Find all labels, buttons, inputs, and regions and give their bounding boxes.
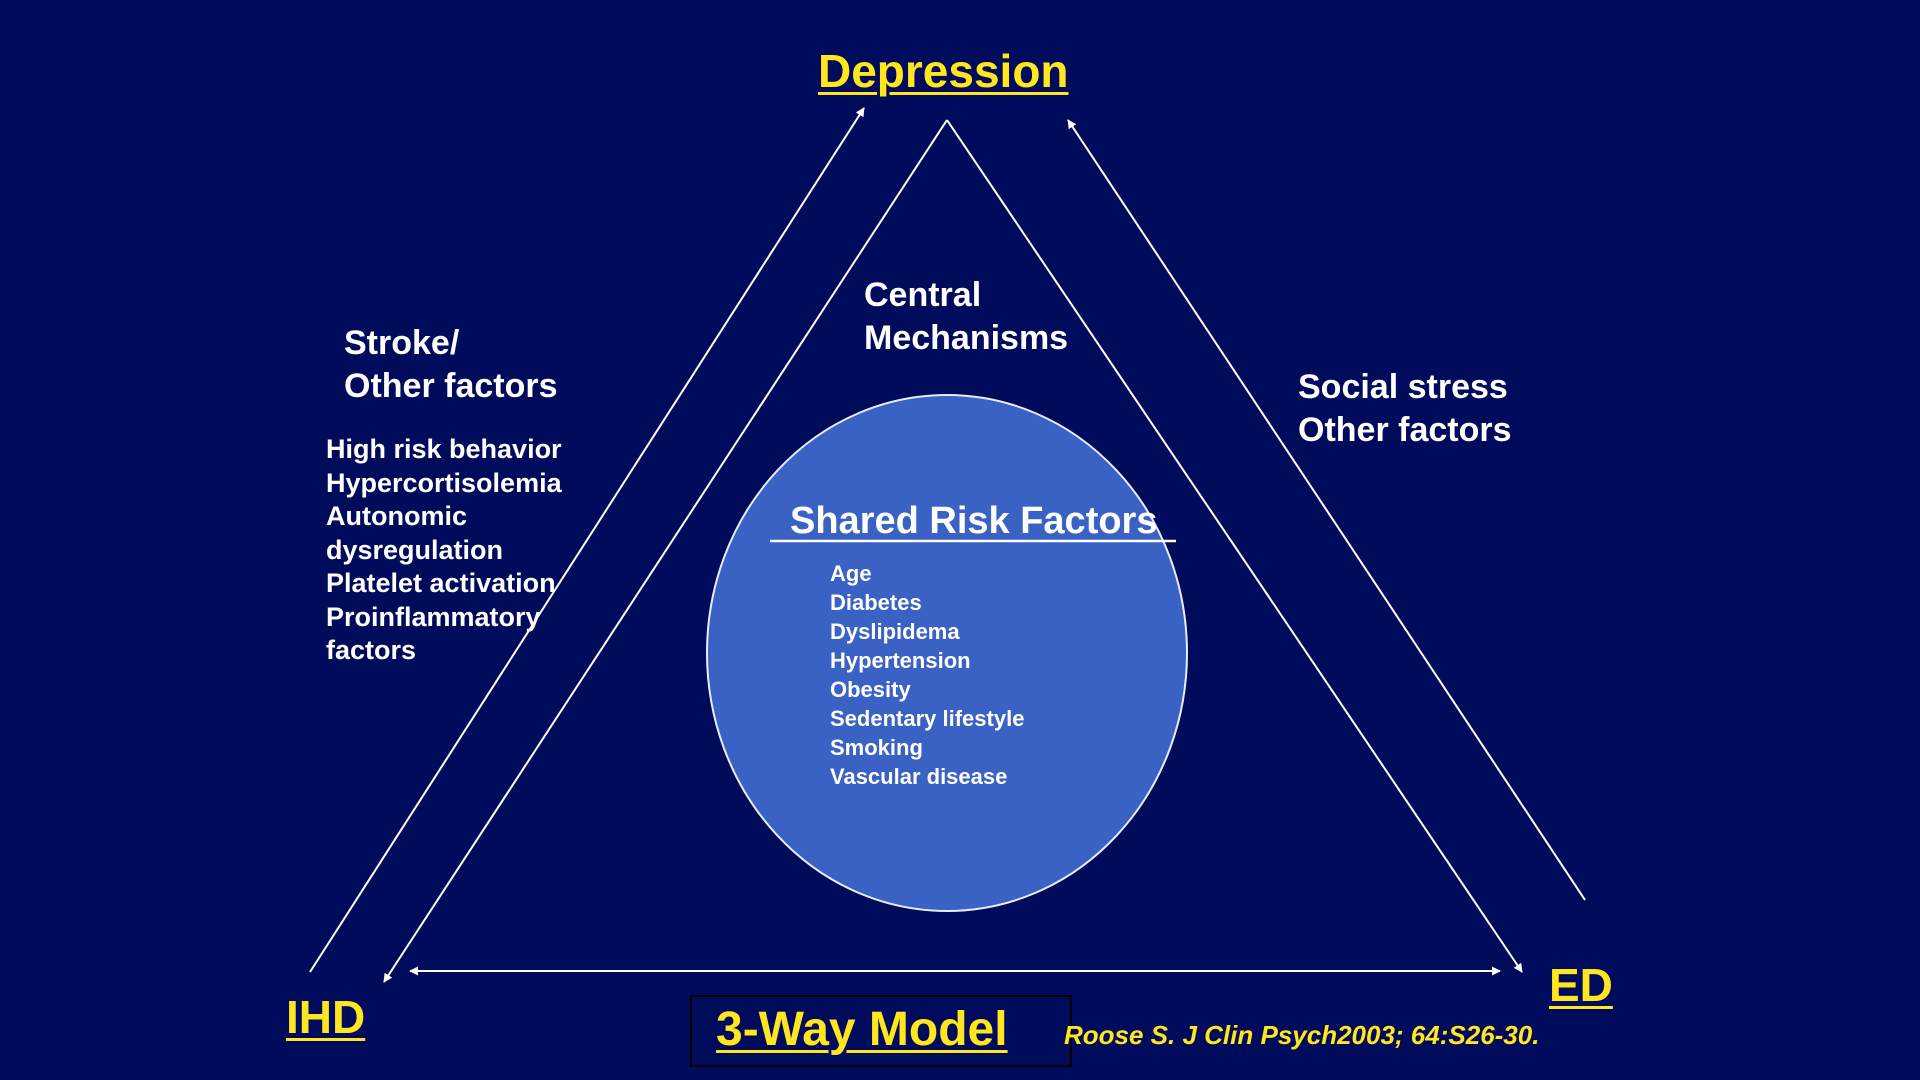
left-heading-line: Stroke/ bbox=[344, 324, 460, 362]
left-side-heading: Stroke/ Other factors bbox=[344, 322, 558, 408]
outer-left-arrow bbox=[309, 107, 865, 973]
inner-triangle-right-edge bbox=[946, 119, 1523, 973]
shared-risk-factors-list: Age Diabetes Dyslipidema Hypertension Ob… bbox=[830, 559, 1024, 791]
list-item: Vascular disease bbox=[830, 764, 1008, 789]
outer-right-arrow bbox=[1067, 119, 1586, 901]
list-item: factors bbox=[326, 635, 417, 665]
list-item: Platelet activation bbox=[326, 568, 556, 598]
inner-triangle-left-edge bbox=[383, 119, 948, 983]
shared-risk-circle bbox=[706, 394, 1188, 912]
list-item: Proinflammatory bbox=[326, 601, 541, 632]
model-title: 3-Way Model bbox=[716, 1003, 1008, 1056]
list-item: dysregulation bbox=[326, 534, 504, 565]
right-side-heading: Social stress Other factors bbox=[1298, 366, 1512, 452]
shared-risk-factors-title: Shared Risk Factors bbox=[790, 500, 1158, 542]
node-depression: Depression bbox=[818, 45, 1069, 97]
list-item: Dyslipidema bbox=[830, 619, 960, 644]
list-item: Sedentary lifestyle bbox=[830, 706, 1025, 731]
list-item: Autonomic bbox=[326, 501, 467, 531]
list-item: Smoking bbox=[830, 735, 923, 760]
right-heading-line: Social stress bbox=[1298, 368, 1508, 406]
right-heading-line: Other factors bbox=[1298, 411, 1512, 449]
citation: Roose S. J Clin Psych2003; 64:S26-30. bbox=[1064, 1020, 1540, 1050]
node-ihd: IHD bbox=[286, 991, 366, 1043]
list-item: Obesity bbox=[830, 677, 911, 702]
central-heading-line: Mechanisms bbox=[864, 319, 1069, 357]
model-title-box bbox=[690, 995, 1072, 1067]
list-item: Hypercortisolemia bbox=[326, 467, 562, 498]
list-item: Age bbox=[830, 561, 872, 586]
node-ed: ED bbox=[1549, 959, 1613, 1011]
list-item: Diabetes bbox=[830, 590, 922, 615]
list-item: Hypertension bbox=[830, 648, 971, 673]
left-side-mechanism-list: High risk behavior Hypercortisolemia Aut… bbox=[326, 433, 562, 668]
central-mechanisms-heading: Central Mechanisms bbox=[864, 274, 1068, 360]
left-heading-line: Other factors bbox=[344, 367, 558, 405]
list-item: High risk behavior bbox=[326, 434, 562, 464]
central-heading-line: Central bbox=[864, 276, 982, 314]
